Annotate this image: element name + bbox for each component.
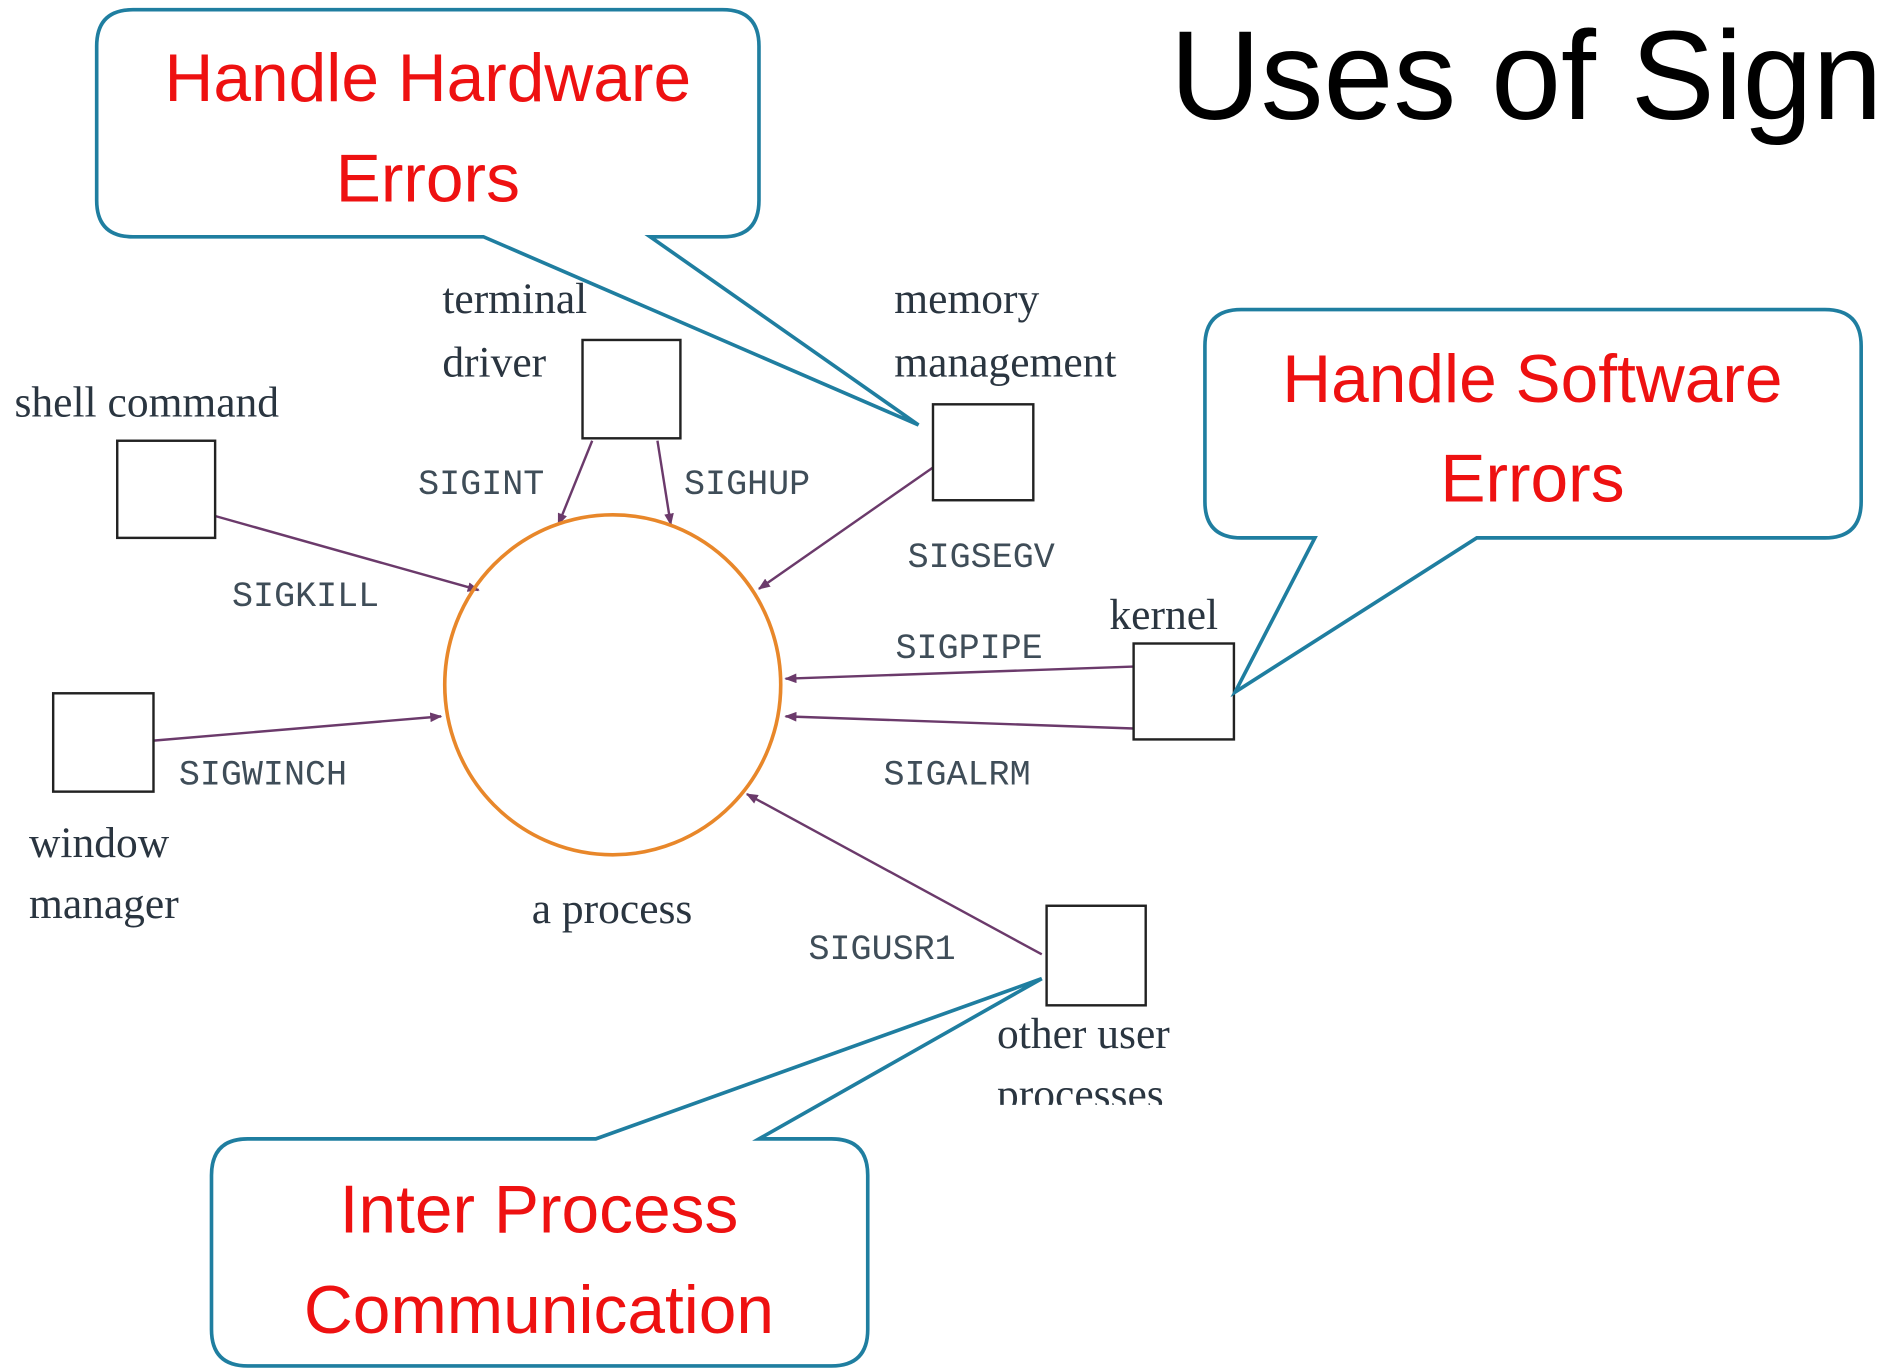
callout-software-errors: Handle Software Errors: [1203, 307, 1863, 698]
label-a-process: a process: [532, 885, 693, 933]
signal-sighup: SIGHUP: [684, 465, 810, 505]
signal-arrows: [153, 440, 1134, 956]
callout-software-line1: Handle Software: [1282, 342, 1782, 417]
label-kernel: kernel: [1109, 591, 1218, 639]
label-processes: processes: [997, 1070, 1164, 1118]
arrow-sigpipe: [784, 665, 1134, 684]
shell-command-box: [116, 439, 217, 540]
label-terminal: terminal: [442, 275, 587, 323]
label-other-user: other user: [997, 1010, 1170, 1058]
arrow-sigkill: [214, 514, 480, 592]
arrow-sigint: [557, 440, 594, 526]
slide-title: Uses of Sign: [1170, 5, 1883, 146]
arrow-sigsegv: [757, 466, 934, 590]
arrow-sighup: [656, 440, 674, 526]
label-management: management: [894, 338, 1116, 386]
label-driver: driver: [442, 338, 546, 386]
callout-ipc-line2: Communication: [304, 1273, 774, 1348]
signal-sigusr1: SIGUSR1: [809, 930, 956, 970]
window-manager-box: [51, 692, 155, 793]
signal-sigalrm: SIGALRM: [883, 755, 1030, 795]
signal-sigkill: SIGKILL: [232, 577, 379, 617]
memory-management-box: [931, 403, 1035, 502]
arrow-sigwinch: [153, 712, 443, 742]
callout-hardware-line2: Errors: [336, 141, 520, 216]
label-window: window: [29, 819, 170, 867]
arrow-sigalrm: [784, 711, 1134, 730]
process-circle: [442, 512, 783, 857]
callout-ipc-line1: Inter Process: [340, 1172, 739, 1247]
signal-sigwinch: SIGWINCH: [179, 755, 347, 795]
label-manager: manager: [29, 880, 179, 928]
signal-sigpipe: SIGPIPE: [896, 629, 1043, 669]
callout-software-line2: Errors: [1440, 441, 1624, 516]
callout-ipc: Inter Process Communication: [209, 976, 1043, 1368]
label-shell-command: shell command: [15, 378, 280, 426]
callout-hardware-line1: Handle Hardware: [165, 41, 692, 116]
terminal-driver-box: [581, 338, 682, 440]
kernel-box: [1132, 642, 1236, 741]
other-user-processes-box: [1045, 904, 1147, 1007]
signal-sigsegv: SIGSEGV: [908, 538, 1055, 578]
arrow-sigusr1: [745, 792, 1043, 956]
label-memory: memory: [894, 275, 1039, 323]
signal-sigint: SIGINT: [418, 465, 544, 505]
callout-hardware-errors: Handle Hardware Errors: [94, 7, 920, 427]
